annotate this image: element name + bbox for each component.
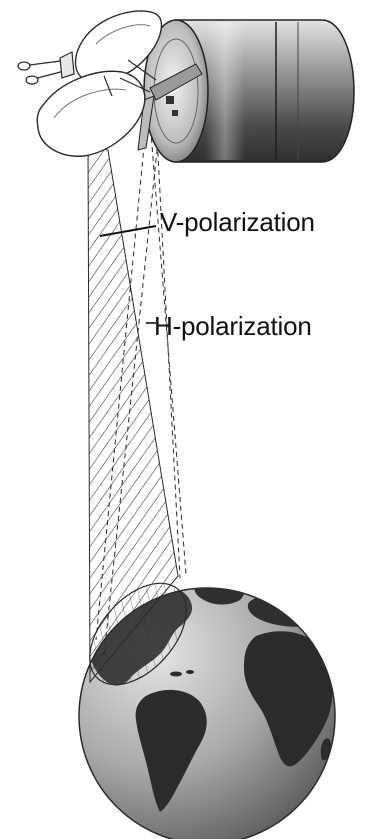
v-polarization-label: V-polarization: [160, 207, 315, 238]
h-polarization-label: H-polarization: [154, 311, 312, 342]
omni-antenna: [18, 52, 74, 84]
lower-reflector: [37, 71, 145, 156]
satellite: [18, 11, 354, 162]
